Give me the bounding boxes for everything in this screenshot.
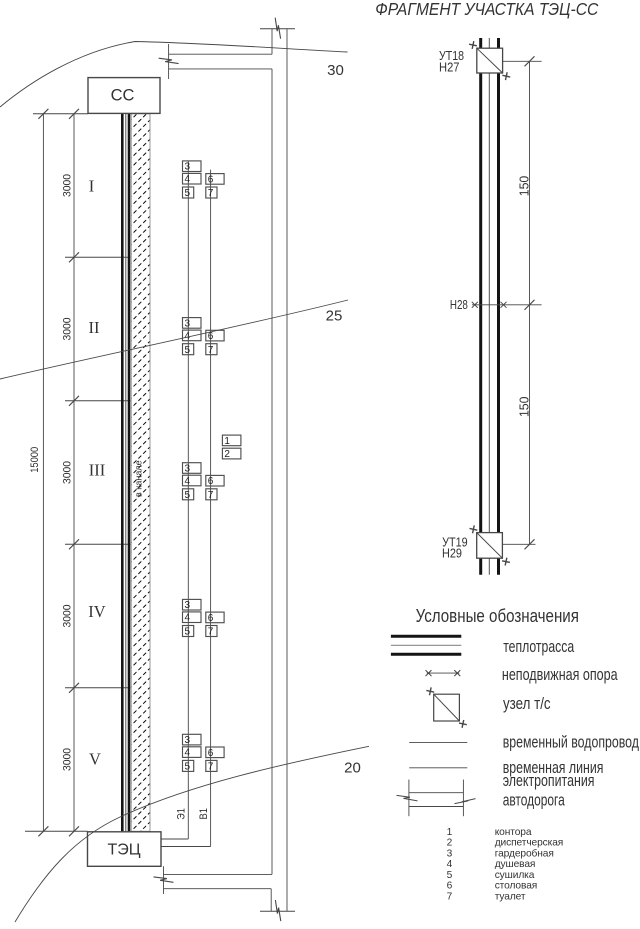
svg-text:6: 6	[208, 174, 214, 185]
svg-text:Э1: Э1	[176, 808, 188, 820]
svg-text:6: 6	[208, 476, 214, 487]
svg-text:ТЭЦ: ТЭЦ	[107, 842, 140, 859]
svg-text:3: 3	[185, 318, 191, 329]
svg-text:7: 7	[447, 891, 453, 902]
svg-text:30: 30	[327, 62, 344, 79]
svg-text:3: 3	[185, 464, 191, 475]
svg-text:3: 3	[185, 600, 191, 611]
svg-text:III: III	[89, 461, 105, 480]
svg-text:4: 4	[185, 331, 191, 342]
svg-text:электропитания: электропитания	[503, 772, 595, 790]
svg-text:временная линия: временная линия	[503, 759, 604, 777]
svg-text:неподвижная опора: неподвижная опора	[502, 666, 618, 684]
svg-text:гардеробная: гардеробная	[495, 847, 554, 859]
svg-text:туалет: туалет	[495, 891, 526, 902]
svg-text:В1: В1	[198, 808, 210, 820]
svg-text:5: 5	[185, 762, 191, 773]
svg-text:5: 5	[447, 870, 453, 881]
svg-text:6: 6	[447, 881, 453, 892]
svg-text:УТ19: УТ19	[442, 534, 468, 549]
svg-text:3000: 3000	[62, 174, 74, 197]
svg-text:V: V	[89, 750, 101, 769]
svg-text:диспетчерская: диспетчерская	[495, 838, 564, 849]
svg-text:узел т/с: узел т/с	[503, 695, 551, 713]
svg-text:Н27: Н27	[439, 60, 460, 75]
svg-text:4: 4	[185, 613, 191, 624]
svg-text:5: 5	[185, 490, 191, 501]
svg-text:столовая: столовая	[495, 881, 538, 892]
svg-text:ФРАГМЕНТ УЧАСТКА ТЭЦ-СС: ФРАГМЕНТ УЧАСТКА ТЭЦ-СС	[375, 0, 598, 19]
svg-text:20: 20	[344, 760, 361, 777]
svg-text:контора: контора	[495, 827, 532, 838]
svg-text:7: 7	[208, 490, 214, 501]
svg-text:1: 1	[224, 436, 230, 447]
svg-text:2: 2	[447, 838, 453, 849]
svg-text:УТ18: УТ18	[439, 48, 464, 63]
svg-text:6: 6	[208, 613, 214, 624]
svg-text:3000: 3000	[62, 605, 74, 628]
svg-text:5: 5	[185, 627, 191, 638]
svg-text:теплотрасса: теплотрасса	[503, 638, 575, 656]
svg-text:150: 150	[516, 397, 531, 418]
svg-text:6: 6	[208, 748, 214, 759]
svg-text:5: 5	[185, 345, 191, 356]
svg-text:2: 2	[224, 449, 230, 460]
svg-text:Н28: Н28	[450, 298, 468, 312]
svg-text:4: 4	[185, 174, 191, 185]
svg-text:7: 7	[208, 188, 214, 199]
svg-text:3: 3	[447, 848, 453, 859]
svg-text:5: 5	[185, 188, 191, 199]
svg-text:4: 4	[185, 748, 191, 759]
svg-text:автодорога: автодорога	[503, 791, 566, 809]
svg-text:7: 7	[208, 345, 214, 356]
svg-text:3: 3	[185, 162, 191, 173]
svg-text:4: 4	[185, 476, 191, 487]
svg-text:Н29: Н29	[442, 546, 462, 561]
svg-text:душевая: душевая	[495, 859, 536, 870]
svg-text:4: 4	[447, 859, 453, 870]
svg-text:1: 1	[447, 827, 453, 838]
svg-text:3000: 3000	[62, 748, 74, 771]
svg-text:3: 3	[185, 735, 191, 746]
svg-text:3000: 3000	[62, 461, 74, 484]
svg-text:I: I	[89, 177, 95, 196]
svg-text:в канале: в канале	[134, 460, 144, 497]
svg-text:6: 6	[208, 331, 214, 342]
svg-text:Условные обозначения: Условные обозначения	[416, 606, 579, 626]
svg-text:сушилка: сушилка	[495, 870, 535, 881]
svg-text:II: II	[89, 318, 100, 337]
svg-text:3000: 3000	[62, 318, 74, 341]
svg-text:7: 7	[208, 627, 214, 638]
svg-text:7: 7	[208, 762, 214, 773]
svg-text:IV: IV	[88, 602, 105, 621]
svg-text:25: 25	[326, 308, 343, 325]
svg-text:15000: 15000	[29, 447, 41, 473]
svg-text:150: 150	[516, 176, 531, 197]
svg-text:временный водопровод: временный водопровод	[503, 733, 640, 751]
svg-text:СС: СС	[111, 87, 135, 105]
